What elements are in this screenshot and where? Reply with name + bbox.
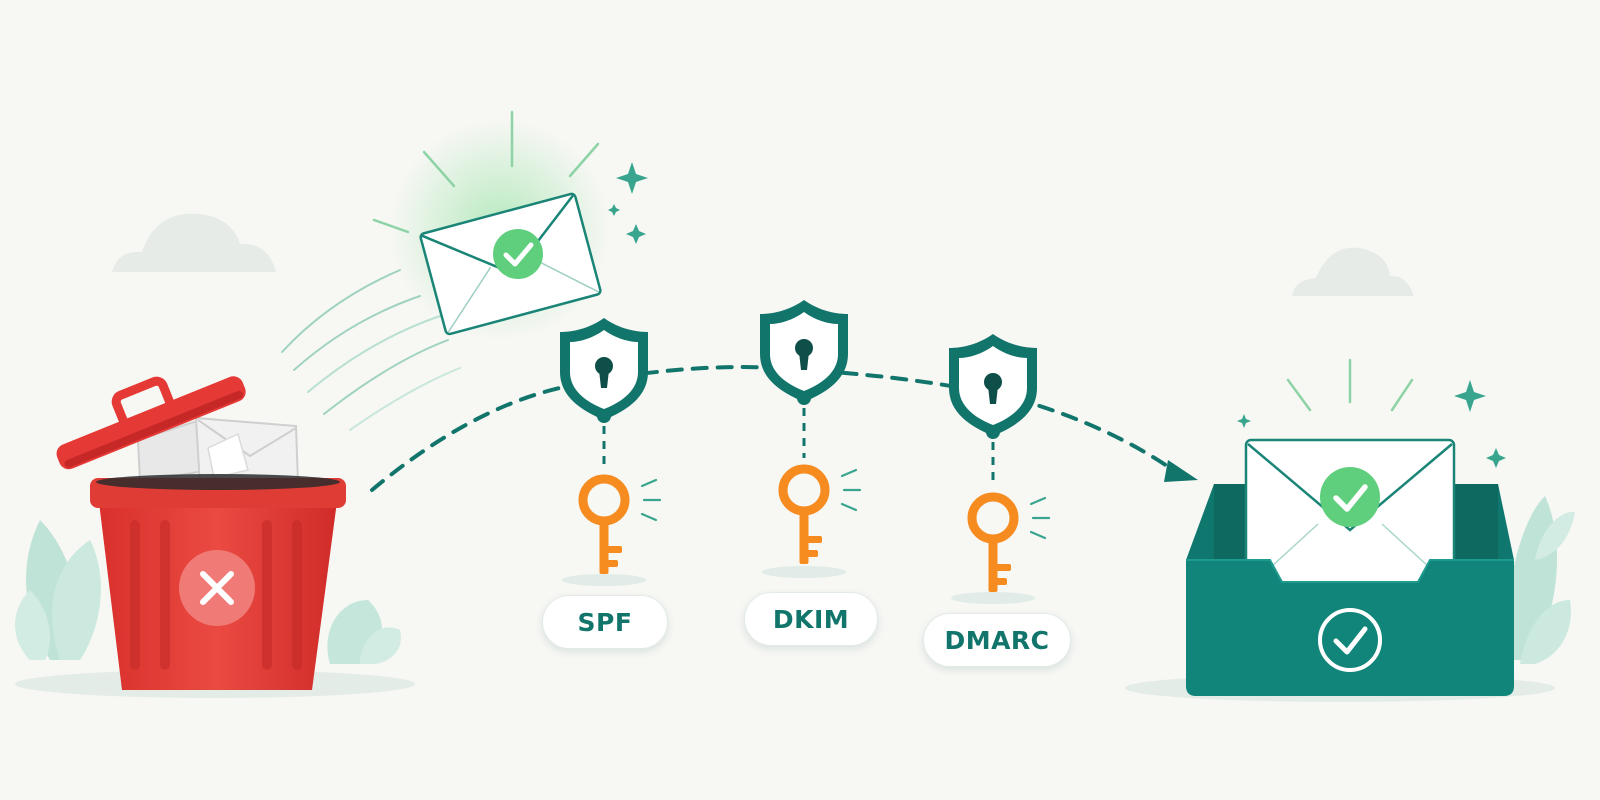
cloud-icon (112, 213, 276, 272)
check-circle-icon (1318, 608, 1382, 672)
trash-can-icon (56, 376, 346, 690)
sparkle-icon (608, 162, 648, 244)
flight-path (370, 365, 1178, 492)
check-circle-icon (1320, 467, 1380, 527)
shield-lock-icon (560, 318, 648, 423)
protocol-label-spf: SPF (542, 595, 668, 649)
shield-lock-icon (760, 300, 848, 405)
leaf-icon (15, 520, 401, 664)
key-icon (578, 474, 662, 574)
arrow-head-icon (1164, 460, 1198, 482)
key-icon (967, 492, 1051, 592)
key-shadows (562, 566, 1035, 604)
protocol-label-text: DKIM (772, 604, 850, 634)
inbox-tray-icon (1186, 438, 1514, 696)
cloud-icon (1292, 247, 1414, 296)
check-circle-icon (493, 229, 543, 279)
protocol-label-dkim: DKIM (744, 592, 878, 646)
x-circle-icon (179, 550, 255, 626)
leaf-icon (1507, 496, 1575, 664)
key-icon (778, 464, 862, 564)
motion-lines (281, 269, 461, 431)
shield-lock-icon (949, 334, 1037, 439)
sparkle-rays (372, 110, 600, 234)
protocol-label-dmarc: DMARC (923, 613, 1071, 667)
sparkle-rays (1286, 358, 1414, 412)
protocol-label-text: SPF (577, 607, 633, 637)
sparkle-icon (1237, 380, 1506, 468)
connector-lines (602, 408, 995, 486)
protocol-label-text: DMARC (944, 625, 1050, 655)
